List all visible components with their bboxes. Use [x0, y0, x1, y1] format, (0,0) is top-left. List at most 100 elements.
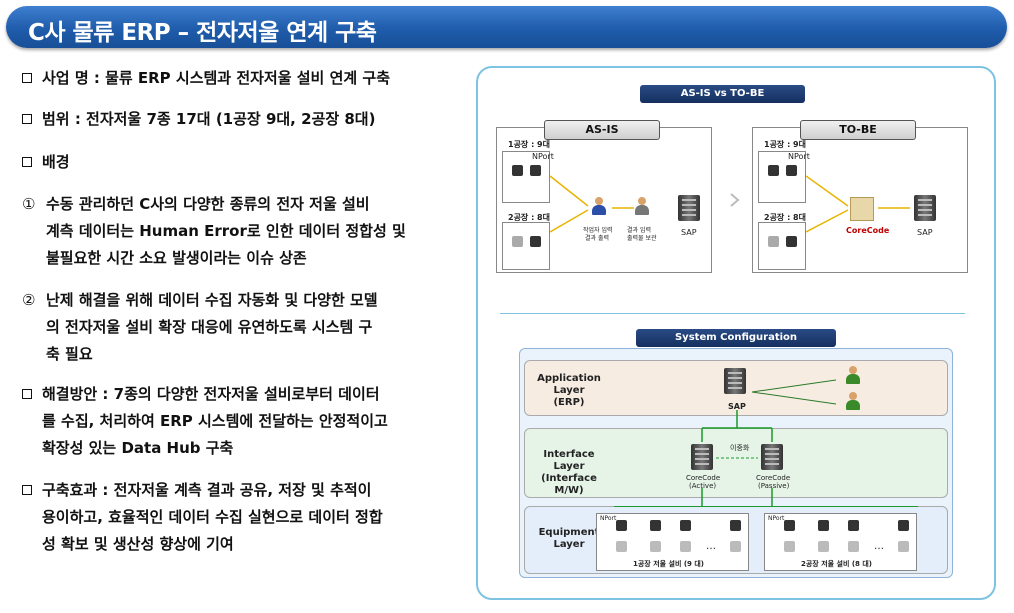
scale-device-icon: [512, 236, 523, 247]
checkbox-bullet-icon: [22, 389, 32, 399]
user-icon: [846, 366, 860, 384]
corecode-box-icon: [850, 197, 874, 221]
nport-device-icon: [848, 520, 859, 531]
scale-device-icon: [818, 541, 829, 552]
checkbox-bullet-icon: [22, 157, 32, 167]
nport-device-icon: [530, 165, 541, 176]
effect-line: 용이하고, 효율적인 데이터 수집 실현으로 데이터 정합: [42, 508, 383, 526]
page-title: C사 물류 ERP – 전자저울 연계 구축: [28, 20, 377, 46]
equipment-layer-label: Equipment Layer: [538, 527, 600, 550]
title-bar: C사 물류 ERP – 전자저울 연계 구축: [6, 6, 1007, 48]
scale-device-icon: [784, 541, 795, 552]
nport-label: NPort: [768, 515, 785, 522]
app-sap-label: SAP: [728, 402, 746, 411]
arrow-right-icon: [730, 193, 740, 207]
nport-device-icon: [768, 165, 779, 176]
erp-user-links: [752, 379, 837, 405]
nport-device-icon: [512, 165, 523, 176]
nport-device-icon: [786, 236, 797, 247]
item-line: 의 전자저울 설비 확장 대응에 유연하도록 시스템 구: [46, 318, 373, 336]
core-active-label: CoreCode: [686, 474, 721, 482]
asis-note1b: 결과 출력: [585, 235, 609, 242]
project-text: : 물류 ERP 시스템과 전자저울 설비 연계 구축: [88, 69, 390, 87]
nport-device-icon: [530, 236, 541, 247]
equipment-bus-line: [614, 506, 918, 513]
scale-device-icon: [650, 541, 661, 552]
tobe-plant1-devices: [758, 151, 806, 203]
item-number: ①: [22, 195, 36, 213]
asis-note1a: 작업자 입력: [583, 227, 613, 234]
tobe-tab: TO-BE: [800, 120, 916, 140]
asis-plant2-devices: [502, 222, 550, 270]
corecode-passive-server-icon: [761, 444, 783, 470]
checkbox-bullet-icon: [22, 73, 32, 83]
solution-line: : 7종의 다양한 전자저울 설비로부터 데이터: [97, 385, 380, 403]
scale-device-icon: [768, 236, 779, 247]
item-line: 수동 관리하던 C사의 다양한 종류의 전자 저울 설비: [46, 195, 370, 213]
asis-sap-label: SAP: [681, 228, 697, 237]
item-number: ②: [22, 291, 36, 309]
tobe-plant1-label: 1공장 : 9대: [764, 140, 806, 149]
divider: [500, 313, 965, 314]
tobe-flow-arrows: [806, 175, 910, 233]
solution-line: 확장성 있는 Data Hub 구축: [42, 439, 234, 457]
background-label: 배경: [42, 153, 70, 171]
asis-flow-arrows: [550, 175, 634, 233]
nport-device-icon: [898, 520, 909, 531]
operator-icon: [635, 197, 649, 215]
asis-note2a: 결과 입력: [627, 227, 651, 234]
nport-device-icon: [616, 520, 627, 531]
application-layer-label: Application Layer (ERP): [537, 373, 601, 408]
core-active-sub: (Active): [689, 482, 717, 490]
scale-device-icon: [680, 541, 691, 552]
tobe-corecode-label: CoreCode: [846, 226, 890, 235]
nport-label: NPort: [600, 515, 617, 522]
item-line: 불필요한 시간 소요 발생이라는 이슈 상존: [46, 249, 307, 267]
nport-device-icon: [730, 520, 741, 531]
nport-label: NPort: [532, 152, 554, 161]
item-line: 난제 해결을 위해 데이터 수집 자동화 및 다양한 모델: [46, 291, 378, 309]
tobe-plant2-devices: [758, 222, 806, 270]
scope-text: : 전자저울 7종 17대 (1공장 9대, 2공장 8대): [69, 110, 376, 128]
nport-device-icon: [818, 520, 829, 531]
nport-device-icon: [784, 520, 795, 531]
sap-server-icon: [914, 195, 936, 221]
project-label: 사업 명: [42, 69, 89, 87]
asis-plant1-label: 1공장 : 9대: [508, 140, 550, 149]
sap-server-icon: [724, 368, 746, 394]
sap-server-icon: [678, 195, 700, 221]
checkbox-bullet-icon: [22, 485, 32, 495]
asis-tobe-header: AS-IS vs TO-BE: [640, 85, 805, 103]
system-config-header: System Configuration: [636, 329, 836, 347]
scale-device-icon: [616, 541, 627, 552]
effect-line: : 전자저울 계측 결과 공유, 저장 및 추적이: [97, 481, 372, 499]
more-dots: …: [874, 541, 884, 552]
nport-device-icon: [650, 520, 661, 531]
tobe-sap-label: SAP: [917, 228, 933, 237]
tobe-plant2-label: 2공장 : 8대: [764, 213, 806, 222]
scale-device-icon: [898, 541, 909, 552]
corecode-active-server-icon: [691, 444, 713, 470]
plant2-equipment-label: 2공장 저울 설비 (8 대): [801, 560, 872, 568]
duplex-label: 이중화: [730, 444, 750, 452]
item-line: 계측 데이터는 Human Error로 인한 데이터 정합성 및: [46, 222, 406, 240]
plant1-equipment-label: 1공장 저울 설비 (9 대): [633, 560, 704, 568]
interface-layer: Interface Layer (Interface M/W): [524, 428, 948, 498]
scope-label: 범위: [42, 110, 70, 128]
nport-label: NPort: [788, 152, 810, 161]
core-passive-sub: (Passive): [758, 482, 790, 490]
operator-icon: [592, 197, 606, 215]
user-icon: [846, 392, 860, 410]
scale-device-icon: [848, 541, 859, 552]
solution-line: 를 수집, 처리하여 ERP 시스템에 전달하는 안정적이고: [42, 412, 388, 430]
more-dots: …: [706, 541, 716, 552]
item-line: 축 필요: [46, 345, 93, 363]
asis-note2b: 출력물 보관: [627, 235, 657, 242]
effect-label: 구축효과: [42, 481, 98, 499]
solution-label: 해결방안: [42, 385, 98, 403]
nport-device-icon: [786, 165, 797, 176]
core-passive-label: CoreCode: [756, 474, 791, 482]
asis-tab: AS-IS: [544, 120, 660, 140]
effect-line: 성 확보 및 생산성 향상에 기여: [42, 535, 234, 553]
interface-layer-label: Interface Layer (Interface M/W): [541, 449, 597, 496]
